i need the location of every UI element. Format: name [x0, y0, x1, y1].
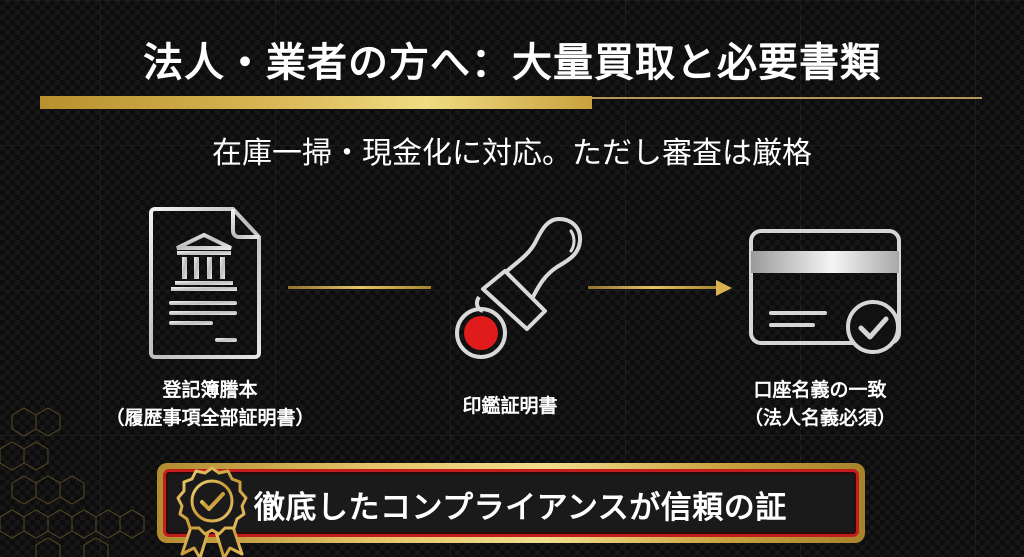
title-underline-thin [592, 97, 982, 99]
step-label-registry-note: （履歴事項全部証明書） [105, 407, 315, 429]
award-badge-check-icon [176, 466, 248, 557]
bank-card-check-icon [745, 225, 910, 355]
slide-title: 法人・業者の方へ：大量買取と必要書類 [143, 40, 881, 86]
step-label-account-note: （法人名義必須） [743, 407, 896, 429]
title-underline-gold [40, 96, 592, 109]
flow-connector-line [288, 286, 431, 289]
slide-subtitle: 在庫一掃・現金化に対応。ただし審査は厳格 [212, 136, 812, 171]
hexagon-pattern-decoration [0, 407, 145, 557]
flow-arrow-line [588, 286, 718, 289]
arrow-head-icon [716, 280, 732, 296]
step-label-seal: 印鑑証明書 [410, 392, 610, 420]
step-label-registry-title: 登記簿謄本 [162, 379, 258, 401]
step-label-seal-title: 印鑑証明書 [462, 395, 558, 417]
step-label-account-title: 口座名義の一致 [753, 379, 887, 401]
compliance-banner: 徹底したコンプライアンスが信頼の証 [157, 463, 865, 543]
registry-document-icon [145, 205, 265, 360]
step-label-registry: 登記簿謄本 （履歴事項全部証明書） [60, 376, 360, 432]
seal-stamp-icon [435, 205, 585, 360]
compliance-banner-text: 徹底したコンプライアンスが信頼の証 [254, 490, 787, 526]
step-label-account: 口座名義の一致 （法人名義必須） [700, 376, 940, 432]
compliance-banner-inner: 徹底したコンプライアンスが信頼の証 [163, 469, 859, 537]
